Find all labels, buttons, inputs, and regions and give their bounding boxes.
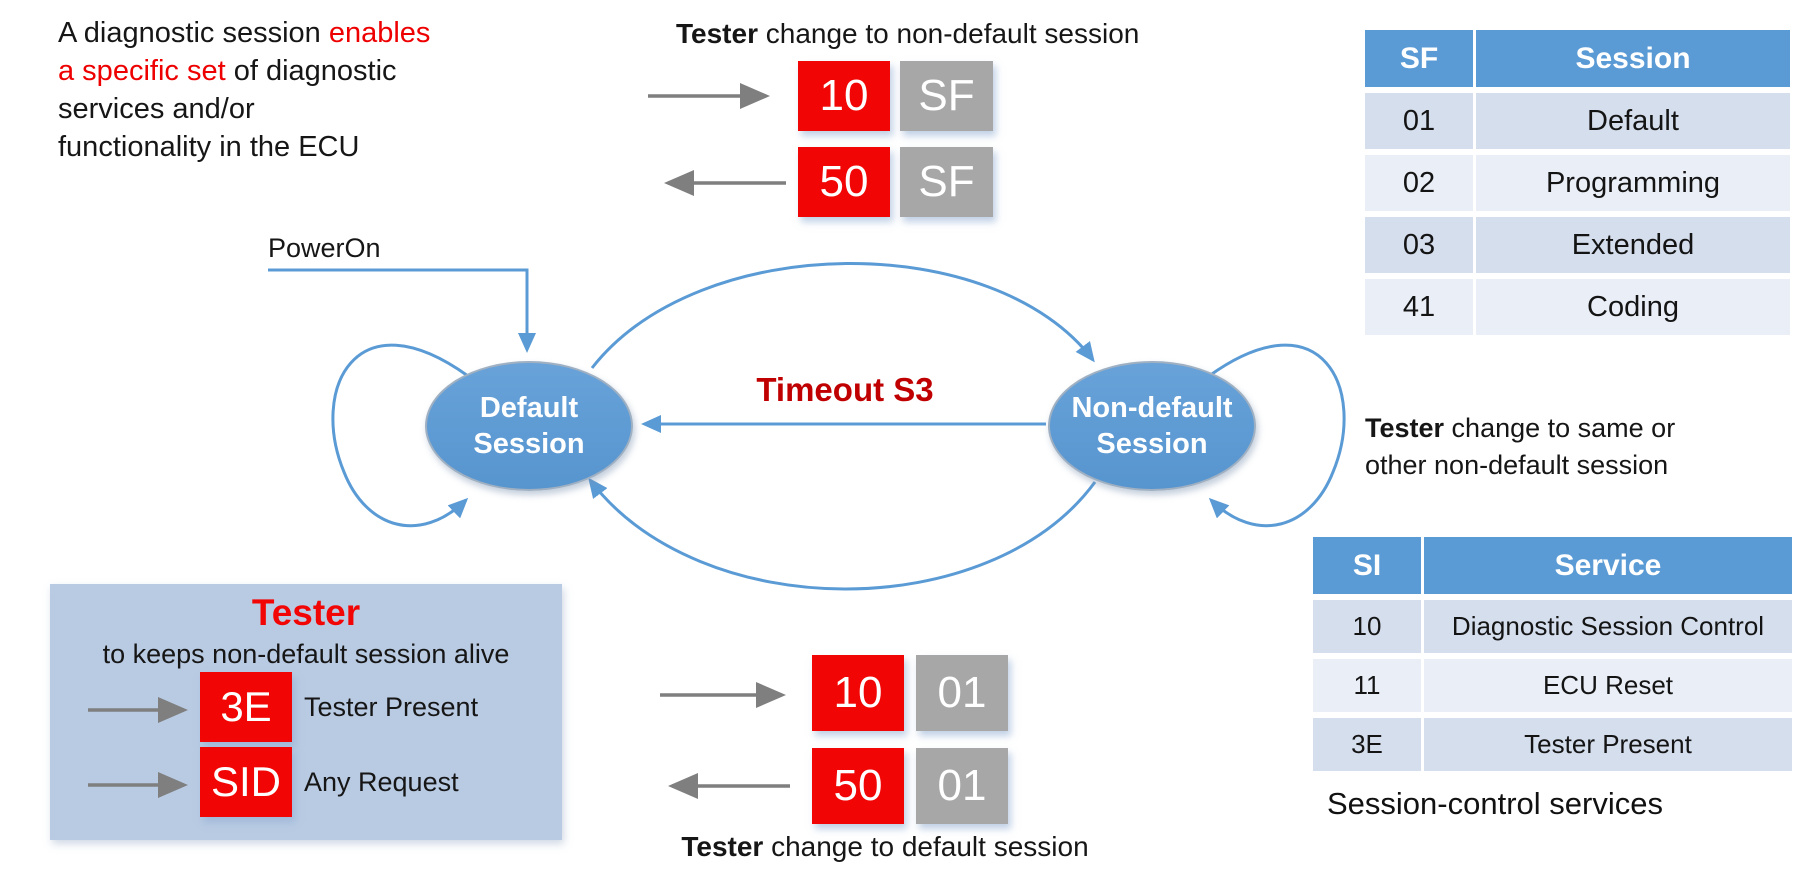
right-note-line2: other non-default session <box>1365 450 1669 480</box>
state-nondefault-label-line2: Session <box>1096 428 1208 460</box>
code-box-request-sid-bottom: 10 <box>812 655 904 731</box>
top-transition-label: Tester change to non-default session <box>676 18 1139 50</box>
session-table-cell: 41 <box>1365 279 1473 335</box>
session-table-cell: Programming <box>1476 155 1790 211</box>
service-table-cell: 3E <box>1313 718 1421 771</box>
top-transition-label-rest: change to non-default session <box>757 18 1140 49</box>
right-note: Tester change to same or other non-defau… <box>1365 410 1675 484</box>
top-transition-label-bold: Tester <box>676 18 758 49</box>
intro-text: functionality in the ECU <box>58 131 360 163</box>
timeout-s3-label: Timeout S3 <box>756 371 934 408</box>
service-table-cell: Diagnostic Session Control <box>1424 600 1792 653</box>
poweron-label: PowerOn <box>268 233 381 263</box>
code-box-tester-present: 3E <box>200 672 292 742</box>
code-box-request-param-top: SF <box>900 61 993 131</box>
session-table-cell: Coding <box>1476 279 1790 335</box>
state-default-label-line1: Default <box>479 392 579 424</box>
code-box-any-request: SID <box>200 747 292 817</box>
session-table-header-session: Session <box>1476 30 1790 87</box>
session-table-cell: 02 <box>1365 155 1473 211</box>
service-table-header-si: SI <box>1313 537 1421 594</box>
session-table: SF Session 01 Default 02 Programming 03 … <box>1365 30 1790 335</box>
intro-text: of diagnostic <box>225 55 397 87</box>
tester-panel-subtitle: to keeps non-default session alive <box>102 639 510 669</box>
intro-text-highlight: enables <box>328 17 431 49</box>
right-note-line1: change to same or <box>1444 413 1676 443</box>
service-table-cell: 11 <box>1313 659 1421 712</box>
poweron-arrow <box>268 268 536 353</box>
state-nondefault-label-line1: Non-default <box>1071 392 1233 424</box>
code-box-response-sid-bottom: 50 <box>812 748 904 824</box>
tester-present-label: Tester Present <box>304 692 479 722</box>
state-nondefault-session: Non-default Session <box>1048 361 1256 491</box>
session-table-cell: Default <box>1476 93 1790 149</box>
intro-text: services and/or <box>58 93 255 125</box>
service-table: SI Service 10 Diagnostic Session Control… <box>1313 537 1792 771</box>
service-table-header-service: Service <box>1424 537 1792 594</box>
code-box-response-sid-top: 50 <box>798 147 890 217</box>
service-table-caption: Session-control services <box>1327 786 1663 821</box>
bottom-transition-label: Tester change to default session <box>660 831 1110 863</box>
to-default-arc <box>588 477 1097 591</box>
service-table-cell: Tester Present <box>1424 718 1792 771</box>
intro-note: A diagnostic session enables a specific … <box>58 14 488 166</box>
tester-keepalive-panel: Tester to keeps non-default session aliv… <box>50 584 562 840</box>
intro-text-highlight: a specific set <box>58 55 226 87</box>
bottom-transition-label-rest: change to default session <box>763 831 1089 862</box>
code-box-request-param-bottom: 01 <box>916 655 1008 731</box>
session-table-cell: 01 <box>1365 93 1473 149</box>
session-table-cell: Extended <box>1476 217 1790 273</box>
state-default-session: Default Session <box>425 361 633 491</box>
bottom-transition-label-bold: Tester <box>681 831 764 862</box>
tester-panel-title: Tester <box>251 592 361 633</box>
code-box-response-param-bottom: 01 <box>916 748 1008 824</box>
code-box-response-param-top: SF <box>900 147 993 217</box>
session-table-header-sf: SF <box>1365 30 1473 87</box>
any-request-label: Any Request <box>304 767 459 797</box>
state-default-label-line2: Session <box>473 428 585 460</box>
code-box-request-sid-top: 10 <box>798 61 890 131</box>
right-note-bold: Tester <box>1365 413 1445 443</box>
session-table-cell: 03 <box>1365 217 1473 273</box>
service-table-cell: 10 <box>1313 600 1421 653</box>
intro-text: A diagnostic session <box>58 17 329 49</box>
to-nondefault-arc <box>590 262 1095 369</box>
service-table-cell: ECU Reset <box>1424 659 1792 712</box>
